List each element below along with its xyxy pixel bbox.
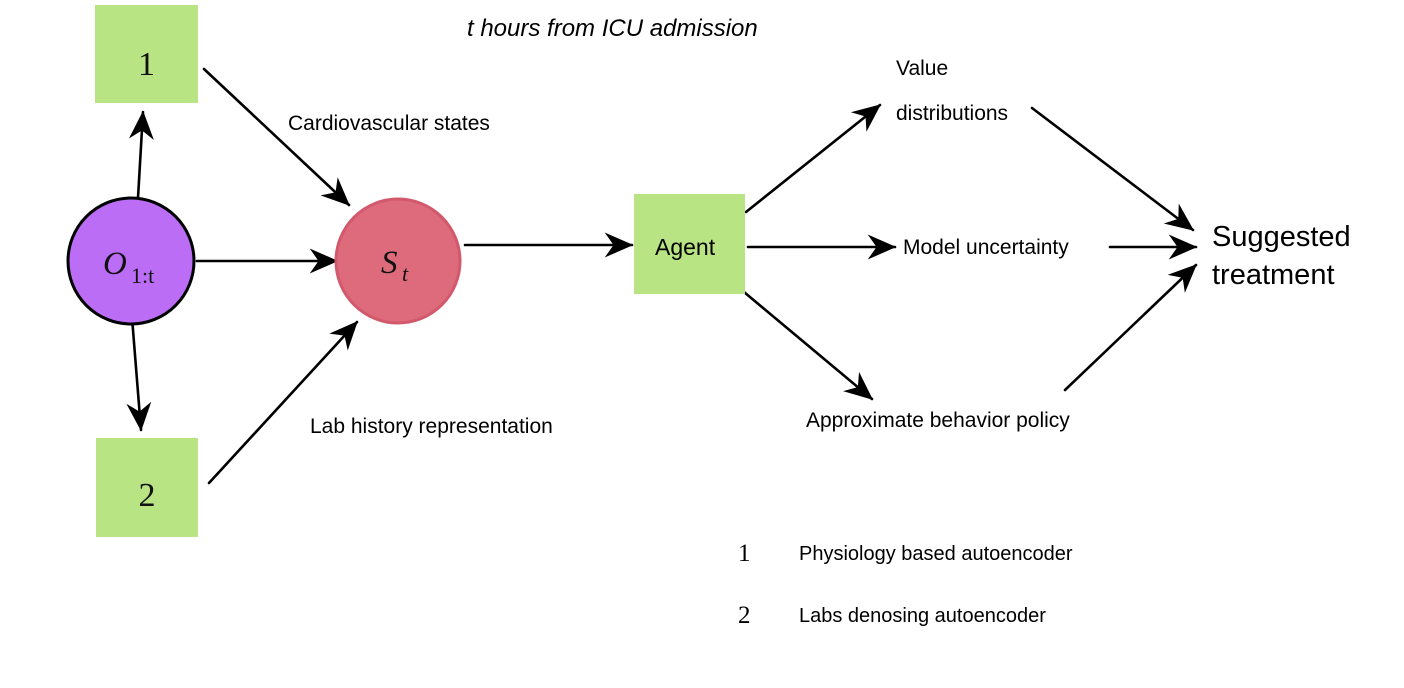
diagram-title: t hours from ICU admission [467, 15, 758, 42]
edge-label-lab-history: Lab history representation [310, 415, 553, 438]
node-observation-circle[interactable]: O 1:t [66, 196, 196, 326]
edge-box-two-to-state [207, 320, 359, 485]
legend-item-1-number: 1 [738, 540, 751, 567]
output-label-behavior-policy: Approximate behavior policy [806, 409, 1070, 432]
node-box-two[interactable]: 2 [96, 438, 198, 537]
output-label-model-uncertainty: Model uncertainty [903, 236, 1069, 259]
edge-value-distributions-to-suggested-treatment [1030, 106, 1195, 232]
node-agent-box[interactable] [634, 194, 745, 294]
edge-label-cardiovascular: Cardiovascular states [288, 112, 490, 135]
legend-item-1-text: Physiology based autoencoder [799, 543, 1073, 565]
node-agent-label: Agent [655, 234, 716, 260]
node-observation-subscript: 1:t [131, 263, 154, 288]
node-state-subscript: t [402, 261, 409, 286]
output-label-value-distributions-line2: distributions [896, 102, 1009, 125]
node-observation-label: O [103, 246, 127, 282]
node-box-one[interactable]: 1 [95, 5, 198, 103]
edge-observation-to-box-two [126, 303, 152, 432]
node-box-one-label: 1 [138, 46, 155, 83]
edge-agent-to-value-distributions [744, 103, 882, 214]
node-box-two-label: 2 [139, 477, 156, 514]
node-state-label: S [381, 245, 398, 281]
node-state-circle[interactable]: S t [334, 197, 462, 325]
final-output-label-line2: treatment [1212, 259, 1335, 291]
final-output-label-line1: Suggested [1212, 221, 1351, 253]
edge-box-one-to-state [202, 67, 351, 207]
legend-item-2-text: Labs denosing autoencoder [799, 605, 1046, 627]
edge-behavior-policy-to-suggested-treatment [1063, 263, 1198, 392]
edge-agent-to-behavior-policy [742, 290, 874, 401]
output-label-value-distributions-line1: Value [896, 57, 949, 80]
legend-item-2-number: 2 [738, 602, 751, 629]
